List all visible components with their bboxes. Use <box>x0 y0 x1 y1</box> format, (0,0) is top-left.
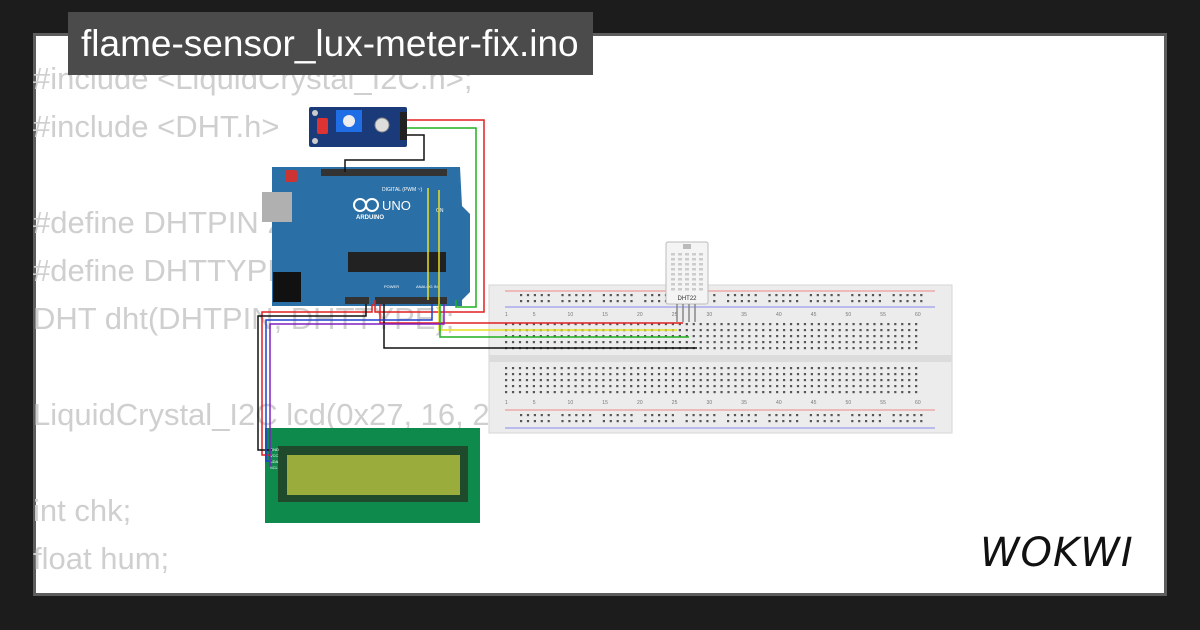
power-jack <box>273 272 301 302</box>
power-analog-header <box>375 297 447 304</box>
wire-flame-vcc <box>374 119 485 313</box>
breadboard-number: 30 <box>707 312 713 318</box>
breadboard-number: 15 <box>602 400 608 406</box>
breadboard-number: 1 <box>505 400 508 406</box>
lcd-pin-sda: SDA <box>270 459 279 464</box>
breadboard-number: 35 <box>741 312 747 318</box>
breadboard-number: 45 <box>811 400 817 406</box>
code-line: DHT dht(DHTPIN, DHTTYPE); <box>33 301 455 336</box>
breadboard-number: 60 <box>915 312 921 318</box>
arduino-logo-icon <box>353 198 379 212</box>
arduino-logo-text: ARDUINO <box>356 215 384 221</box>
breadboard-number: 50 <box>846 400 852 406</box>
breadboard-number: 1 <box>505 312 508 318</box>
code-line: int chk; <box>33 493 132 528</box>
digital-label: DIGITAL (PWM ~) <box>382 187 422 193</box>
dht22-sensor[interactable]: DHT22 <box>665 241 709 322</box>
lcd-pin-gnd: GND <box>270 447 279 452</box>
wire-lcd-scl <box>269 304 445 467</box>
wire-dht-data <box>439 304 689 338</box>
breadboard-number: 15 <box>602 312 608 318</box>
breadboard-number: 10 <box>568 312 574 318</box>
breadboard-number: 40 <box>776 400 782 406</box>
usb-port <box>262 192 292 222</box>
analog-label: ANALOG IN <box>416 284 438 289</box>
project-title[interactable]: flame-sensor_lux-meter-fix.ino <box>68 12 593 75</box>
code-line: LiquidCrystal_I2C lcd(0x27, 16, 2); <box>33 397 509 432</box>
wokwi-logo[interactable]: WOKWI <box>978 528 1150 578</box>
code-line: #include <DHT.h> <box>33 109 280 144</box>
on-label: ON <box>436 208 444 214</box>
ir-led <box>317 118 328 134</box>
arduino-model: UNO <box>382 198 411 213</box>
power-label: POWER <box>384 284 399 289</box>
breadboard-number: 25 <box>672 400 678 406</box>
wire-flame-do <box>407 127 477 308</box>
reset-button[interactable] <box>285 170 297 182</box>
lcd-screen <box>287 455 460 495</box>
wire-dht-gnd <box>383 304 697 349</box>
breadboard-number: 60 <box>915 400 921 406</box>
wires <box>257 119 697 467</box>
breadboard-number: 35 <box>741 400 747 406</box>
flame-sensor-module[interactable] <box>309 107 407 147</box>
breadboard-number: 5 <box>533 312 536 318</box>
dht-label: DHT22 <box>677 296 697 302</box>
breadboard-number: 10 <box>568 400 574 406</box>
breadboard-number: 50 <box>846 312 852 318</box>
breadboard-number: 55 <box>880 312 886 318</box>
microcontroller-chip <box>348 252 446 272</box>
wire-flame-gnd <box>344 134 425 172</box>
breadboard-number: 20 <box>637 400 643 406</box>
breadboard-number: 55 <box>880 400 886 406</box>
digital-header <box>321 169 447 176</box>
lcd-pin-scl: SCL <box>270 465 279 470</box>
breadboard-number: 45 <box>811 312 817 318</box>
wire-lcd-sda <box>265 304 433 462</box>
wire-dht-vcc <box>379 304 683 324</box>
code-line: float hum; <box>33 541 170 576</box>
breadboard: 1155101015152020252530303535404045455050… <box>488 284 953 434</box>
breadboard-number: 5 <box>533 400 536 406</box>
breadboard-number: 40 <box>776 312 782 318</box>
wokwi-logo-text: WOKWI <box>980 530 1134 576</box>
breadboard-number: 20 <box>637 312 643 318</box>
breadboard-number: 30 <box>707 400 713 406</box>
lcd-pin-vcc: VCC <box>270 453 279 458</box>
breadboard-number: 25 <box>672 312 678 318</box>
lcd-1602-module[interactable]: GND VCC SDA SCL <box>265 428 480 523</box>
wire-yellow-b <box>438 190 677 331</box>
arduino-uno-board[interactable]: DIGITAL (PWM ~) ARDUINO UNO ON POWER ANA… <box>262 167 470 306</box>
wire-lcd-black <box>257 304 367 451</box>
